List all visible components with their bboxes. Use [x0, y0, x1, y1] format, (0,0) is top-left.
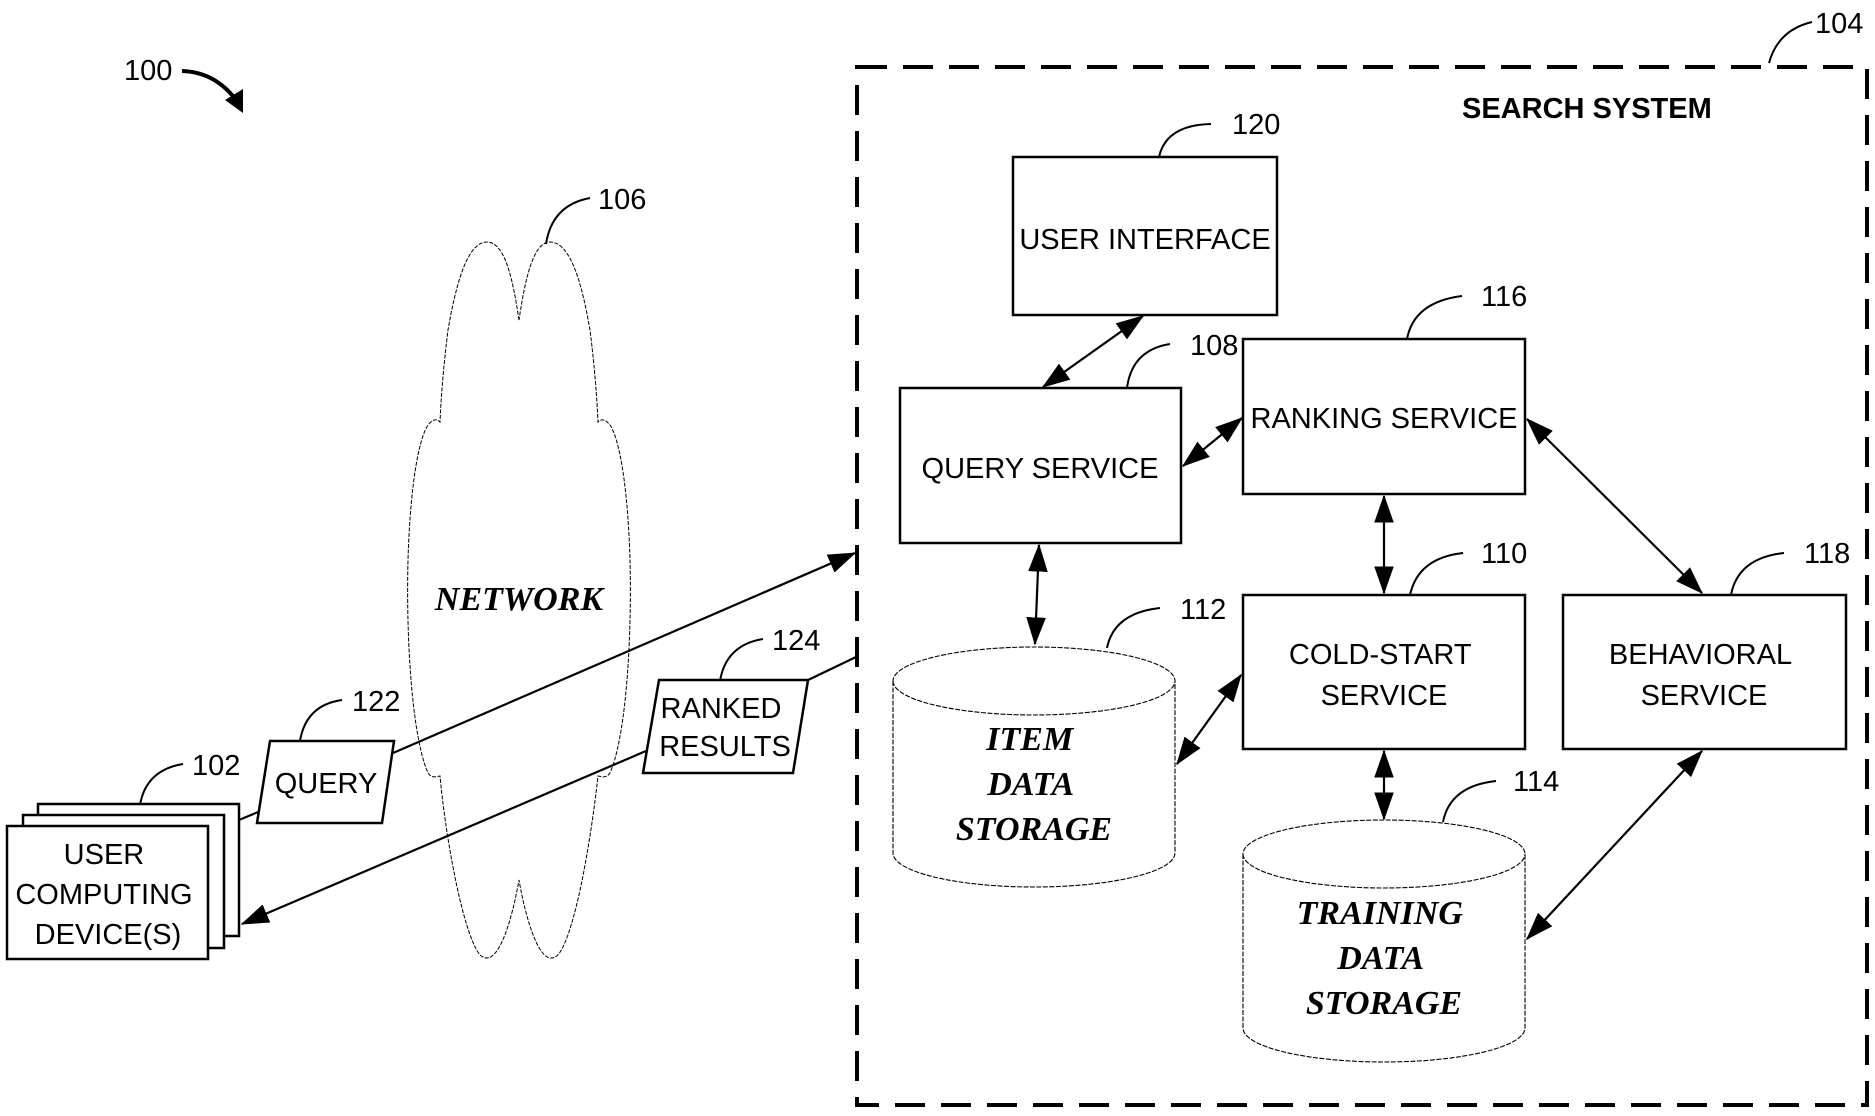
training-data-storage-ref: 114: [1513, 766, 1559, 798]
behavioral-service-box: [1561, 593, 1848, 751]
ranking-service-ref: 116: [1481, 281, 1527, 313]
query-link-line: [238, 810, 259, 822]
training-data-storage-component: TRAINING DATA STORAGE 114: [1242, 766, 1559, 1063]
query-service-item-storage-arrow: [1026, 543, 1048, 646]
query-to-search-system-arrow: [392, 551, 857, 755]
ui-query-service-arrow: [1041, 315, 1145, 388]
user-devices-label: USER COMPUTING DEVICE(S): [15, 839, 200, 951]
training-data-storage-label: TRAINING DATA STORAGE: [1297, 895, 1472, 1022]
ranking-behavioral-arrow: [1526, 418, 1703, 594]
ranking-service-ref-leader: [1406, 295, 1463, 340]
ranked-results-ref: 124: [772, 625, 820, 657]
query-service-box: [898, 386, 1183, 545]
figure-ref-arrow-icon: [181, 69, 238, 102]
cold-start-service-box: [1241, 593, 1527, 751]
user-computing-devices: USER COMPUTING DEVICE(S) 102: [5, 750, 240, 961]
query-parallelogram: [255, 739, 396, 825]
user-devices-ref: 102: [192, 750, 240, 782]
query-service-ref: 108: [1190, 330, 1238, 362]
ranking-service-box: [1241, 337, 1527, 496]
ranked-results-parallelogram: [641, 678, 810, 775]
user-interface-ref: 120: [1232, 109, 1280, 141]
user-interface-ref-leader: [1158, 123, 1212, 158]
ranked-results-ref-leader: [719, 638, 764, 682]
item-data-storage-component: ITEM DATA STORAGE 112: [892, 594, 1226, 888]
query-service-component: QUERY SERVICE 108: [898, 330, 1238, 545]
item-data-storage-ref-leader: [1106, 607, 1161, 649]
network-cloud-outline: [407, 241, 631, 959]
user-interface-label: USER INTERFACE: [1019, 224, 1270, 256]
behavioral-service-ref-leader: [1730, 552, 1785, 596]
query-ref-leader: [299, 699, 343, 742]
behavioral-service-component: BEHAVIORAL SERVICE 118: [1561, 538, 1850, 751]
search-system-boundary: SEARCH SYSTEM 104: [855, 8, 1869, 1107]
search-system-title: SEARCH SYSTEM: [1462, 93, 1712, 125]
network-ref: 106: [598, 184, 646, 216]
query-ref: 122: [352, 686, 400, 718]
item-data-storage-label: ITEM DATA STORAGE: [956, 721, 1112, 848]
figure-ref-arrowhead-icon: [225, 89, 243, 113]
search-system-ref: 104: [1815, 8, 1863, 40]
query-ranking-service-arrow: [1181, 417, 1244, 467]
behavioral-service-label: BEHAVIORAL SERVICE: [1609, 639, 1799, 712]
query-service-ref-leader: [1126, 343, 1171, 389]
training-data-storage-rim: [1242, 853, 1526, 889]
user-interface-component: USER INTERFACE 120: [1011, 109, 1280, 317]
query-service-label: QUERY SERVICE: [922, 453, 1159, 485]
network-label: NETWORK: [434, 581, 605, 618]
ranked-results-label: RANKED RESULTS: [659, 693, 791, 763]
internal-connections: [1026, 315, 1703, 941]
network-ref-leader: [545, 197, 591, 245]
ranking-service-component: RANKING SERVICE 116: [1241, 281, 1527, 496]
item-data-storage-rim: [892, 680, 1176, 716]
query-message: QUERY 122: [238, 686, 400, 825]
query-label: QUERY: [275, 768, 378, 800]
search-system-dashed-box: [855, 65, 1869, 1107]
ranked-results-message: RANKED RESULTS 124: [240, 625, 857, 926]
cold-start-service-label: COLD-START SERVICE: [1289, 639, 1479, 712]
network-cloud: 106 NETWORK: [407, 184, 646, 959]
figure-reference: 100: [124, 55, 243, 113]
cold-start-service-component: COLD-START SERVICE 110: [1241, 538, 1527, 751]
user-devices-ref-leader: [139, 763, 184, 806]
item-data-storage-ref: 112: [1180, 594, 1226, 626]
ranking-service-label: RANKING SERVICE: [1251, 403, 1518, 435]
behavioral-service-ref: 118: [1804, 538, 1850, 570]
cold-start-service-ref-leader: [1409, 552, 1464, 596]
user-interface-box: [1011, 155, 1279, 317]
ranked-results-link-line: [805, 656, 857, 682]
behavioral-training-storage-arrow: [1526, 749, 1703, 941]
device-card-front: [5, 824, 210, 961]
figure-ref-label: 100: [124, 55, 172, 87]
training-data-storage-ref-leader: [1442, 780, 1497, 823]
search-system-ref-leader: [1768, 21, 1813, 64]
ranked-results-to-devices-arrow: [240, 749, 647, 926]
cold-start-item-storage-arrow: [1176, 673, 1242, 766]
cold-start-service-ref: 110: [1481, 538, 1527, 570]
